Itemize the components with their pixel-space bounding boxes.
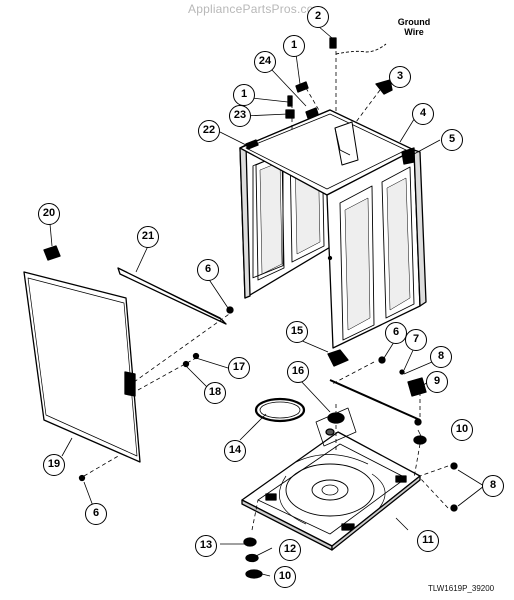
part-callout-1[interactable]: 1 [283, 35, 305, 57]
top-bracket [117, 267, 227, 325]
part-callout-20[interactable]: 20 [38, 203, 60, 225]
part-callout-19[interactable]: 19 [43, 454, 65, 476]
part-callout-14[interactable]: 14 [224, 440, 246, 462]
part-callout-2[interactable]: 2 [307, 6, 329, 28]
part-callout-18[interactable]: 18 [204, 382, 226, 404]
part-callout-6[interactable]: 6 [197, 259, 219, 281]
part-callout-8[interactable]: 8 [482, 475, 504, 497]
leader-lines [49, 25, 485, 577]
part-callout-21[interactable]: 21 [137, 226, 159, 248]
part-callout-15[interactable]: 15 [286, 321, 308, 343]
part-callout-1[interactable]: 1 [233, 84, 255, 106]
part-callout-7[interactable]: 7 [405, 329, 427, 351]
part-callout-6[interactable]: 6 [385, 322, 407, 344]
part-callout-11[interactable]: 11 [417, 530, 439, 552]
part-callout-23[interactable]: 23 [229, 105, 251, 127]
part-callout-4[interactable]: 4 [412, 103, 434, 125]
ground-wire-label-line2: Wire [404, 27, 424, 37]
part-callout-5[interactable]: 5 [441, 129, 463, 151]
part-callout-16[interactable]: 16 [287, 361, 309, 383]
cabinet-side-panel [326, 147, 427, 349]
snubber-ring [254, 397, 306, 423]
hardware-parts [78, 37, 458, 579]
part-callout-10[interactable]: 10 [451, 419, 473, 441]
part-callout-22[interactable]: 22 [198, 120, 220, 142]
part-callout-13[interactable]: 13 [195, 535, 217, 557]
part-callout-9[interactable]: 9 [426, 371, 448, 393]
drawing-id: TLW1619P_39200 [428, 584, 495, 593]
base-frame [241, 431, 421, 551]
ground-wire-label: Ground Wire [384, 17, 444, 37]
ground-wire-label-line1: Ground [397, 17, 431, 27]
part-callout-3[interactable]: 3 [389, 66, 411, 88]
part-callout-8[interactable]: 8 [430, 346, 452, 368]
part-callout-24[interactable]: 24 [254, 51, 276, 73]
part-callout-17[interactable]: 17 [228, 357, 250, 379]
suspension-rod [329, 379, 422, 426]
ground-wire [335, 43, 387, 55]
part-callout-12[interactable]: 12 [279, 539, 301, 561]
part-callout-6[interactable]: 6 [85, 503, 107, 525]
assembly-dashed-lines [83, 44, 449, 531]
part-callout-10[interactable]: 10 [274, 566, 296, 588]
front-panel [23, 245, 141, 463]
site-watermark: AppliancePartsPros.com [188, 2, 324, 16]
